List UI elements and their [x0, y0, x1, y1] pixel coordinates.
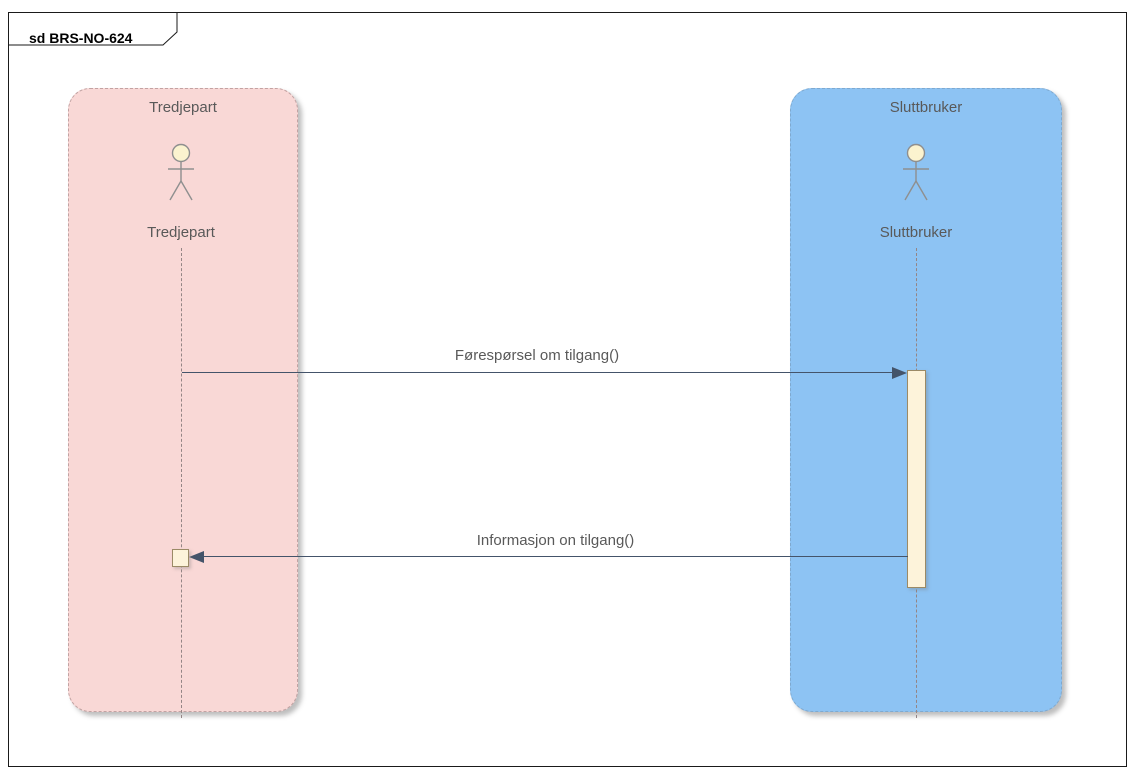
- partition-title: Sluttbruker: [889, 99, 963, 116]
- message-label: Informasjon on tilgang(): [476, 532, 635, 549]
- frame-tab: sd BRS-NO-624: [8, 12, 178, 46]
- message-line: [203, 556, 908, 557]
- activation-box: [172, 549, 189, 567]
- partition-title: Tredjepart: [149, 99, 217, 116]
- actor-label: Sluttbruker: [879, 224, 953, 241]
- partition-sluttbruker: Sluttbruker: [790, 88, 1062, 712]
- actor-icon: [903, 143, 929, 201]
- actor-icon: [168, 143, 194, 201]
- message-label: Førespørsel om tilgang(): [454, 347, 620, 364]
- message-arrowhead-icon: [189, 551, 204, 563]
- message-arrowhead-icon: [892, 367, 907, 379]
- message-line: [182, 372, 892, 373]
- frame-tab-label: sd BRS-NO-624: [29, 30, 133, 46]
- actor-label: Tredjepart: [147, 224, 215, 241]
- lifeline-tredjepart: [181, 248, 182, 718]
- partition-tredjepart: Tredjepart: [68, 88, 298, 712]
- frame-tab-shape: [8, 12, 178, 46]
- activation-bar: [907, 370, 926, 588]
